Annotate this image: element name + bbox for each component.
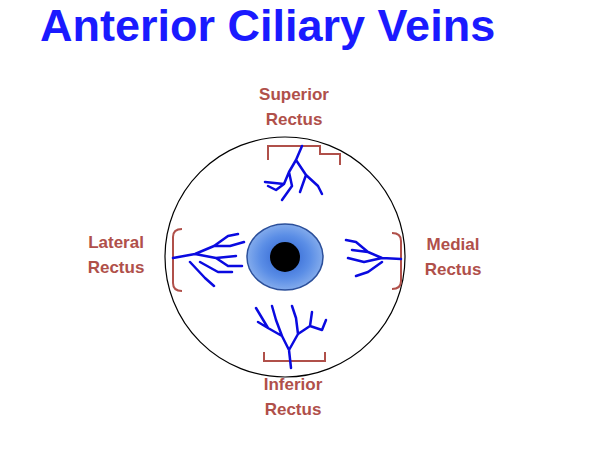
muscle-brackets [173,146,401,361]
medial-bracket [392,233,401,289]
inferior-bracket [264,352,325,361]
diagram-title: Anterior Ciliary Veins [40,0,495,53]
muscle-label: Inferior Rectus [247,372,339,422]
iris [247,224,323,290]
lateral-bracket [173,229,182,291]
superior-veins [265,146,322,200]
eyeball-outline [165,137,405,377]
ciliary-veins [173,146,401,368]
muscle-label: Superior Rectus [248,82,340,132]
muscle-label: Lateral Rectus [70,230,162,280]
inferior-veins [256,306,326,368]
superior-bracket [268,146,340,165]
pupil [270,242,300,272]
muscle-label: Medial Rectus [407,232,499,282]
lateral-veins [173,234,244,286]
medial-veins [346,240,401,276]
